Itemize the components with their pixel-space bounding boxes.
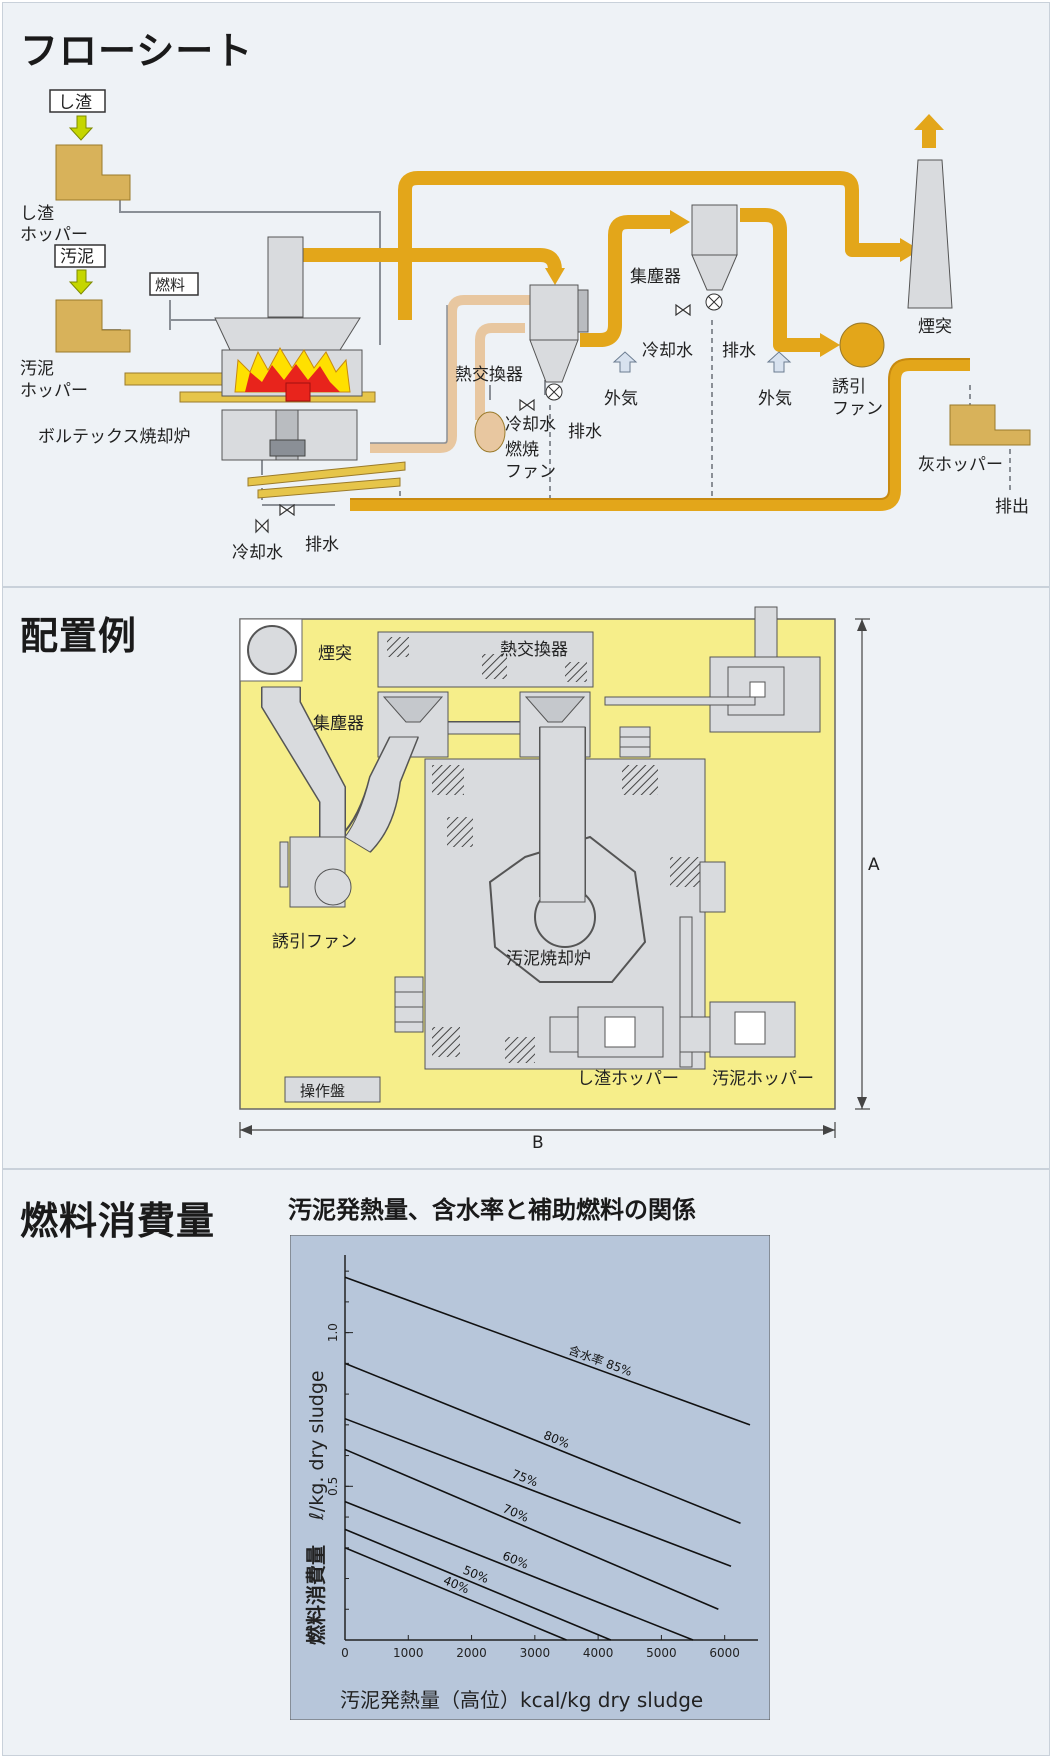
series-line-50pct [344, 1528, 612, 1641]
label-vortex: ボルテックス焼却炉 [38, 427, 191, 447]
label-heat-exchanger: 熱交換器 [455, 365, 523, 385]
layout-title: 配置例 [20, 614, 138, 658]
label-shisa-hopper-1: し渣 [20, 204, 54, 224]
label-induced-fan-1: 誘引 [832, 377, 866, 397]
fuel-title: 燃料消費量 [20, 1199, 216, 1243]
series-line-80pct [344, 1362, 741, 1524]
label-cooling-water-he: 冷却水 [505, 415, 556, 435]
label-odei-hopper-2: ホッパー [20, 381, 88, 401]
y-tick-label: 0.5 [326, 1477, 340, 1496]
series-line-70pct [344, 1448, 719, 1610]
y-tick-label: 1.0 [326, 1323, 340, 1342]
label-odei-hopper-1: 汚泥 [20, 359, 54, 379]
label-drain-bottom: 排水 [305, 535, 339, 555]
chart-title: 汚泥発熱量、含水率と補助燃料の関係 [288, 1196, 696, 1224]
x-tick-label: 5000 [646, 1646, 677, 1660]
label-odei-box: 汚泥 [60, 247, 94, 267]
label-induced-fan-2: ファン [832, 399, 883, 419]
series-line-75pct [344, 1417, 732, 1567]
x-tick-label: 3000 [520, 1646, 551, 1660]
label-shisa-hopper-2: ホッパー [20, 225, 88, 245]
layout-label-heat-exchanger: 熱交換器 [500, 640, 568, 660]
label-burner-fan-1: 燃焼 [505, 440, 539, 460]
vortex-incinerator-shape [214, 236, 363, 461]
chart-xlabel: 汚泥発熱量（高位）kcal/kg dry sludge [340, 1688, 703, 1712]
x-tick-label: 2000 [456, 1646, 487, 1660]
layout-label-control-panel: 操作盤 [300, 1082, 345, 1100]
dust-collector-shape [691, 204, 738, 311]
label-fuel: 燃料 [155, 276, 185, 294]
x-tick-label: 4000 [583, 1646, 614, 1660]
label-drain-dc: 排水 [722, 341, 756, 361]
layout-diagram: 煙突 熱交換器 集塵器 誘引ファン 汚泥焼却炉 し渣ホッパー 汚泥ホッパー 操作… [239, 606, 880, 1153]
label-ash-hopper: 灰ホッパー [918, 455, 1003, 475]
x-tick-label: 0 [341, 1646, 349, 1660]
flow-diagram: し渣 し渣 ホッパー 汚泥 汚泥 ホッパー 燃料 ボルテックス焼却炉 熱交換器 … [20, 89, 1031, 563]
shisa-hopper-shape [49, 89, 131, 201]
series-line-60pct [344, 1500, 694, 1641]
layout-label-incinerator: 汚泥焼却炉 [506, 949, 591, 969]
odei-hopper-shape [54, 244, 131, 353]
layout-label-induced-fan: 誘引ファン [272, 932, 357, 952]
chart-ylabel-jp: 燃料消費量 [304, 1545, 328, 1645]
series-line-85pct [344, 1276, 751, 1426]
layout-label-dim-b: B [532, 1133, 544, 1153]
layout-label-shisa-hopper: し渣ホッパー [577, 1069, 679, 1089]
x-tick-label: 6000 [709, 1646, 740, 1660]
chimney-shape [907, 159, 953, 309]
layout-label-chimney: 煙突 [318, 644, 352, 664]
series-line-40pct [344, 1547, 567, 1641]
layout-label-dust-collector: 集塵器 [313, 714, 364, 734]
flow-title: フローシート [20, 29, 254, 73]
label-outside-air-2: 外気 [758, 389, 792, 409]
label-shisa-box: し渣 [58, 93, 92, 113]
label-cooling-water-dc: 冷却水 [642, 341, 693, 361]
heat-exchanger-shape [529, 284, 589, 401]
layout-label-dim-a: A [868, 855, 880, 875]
label-drain-he: 排水 [568, 422, 602, 442]
layout-label-odei-hopper: 汚泥ホッパー [712, 1069, 814, 1089]
label-chimney: 煙突 [918, 317, 952, 337]
label-outside-air-1: 外気 [604, 389, 638, 409]
label-cooling-water-bottom: 冷却水 [232, 543, 283, 563]
label-discharge: 排出 [995, 497, 1029, 517]
chart-ylabel-unit: ℓ/kg. dry sludge [306, 1370, 328, 1521]
x-tick-label: 1000 [393, 1646, 424, 1660]
label-burner-fan-2: ファン [505, 462, 556, 482]
label-dust-collector: 集塵器 [630, 267, 681, 287]
